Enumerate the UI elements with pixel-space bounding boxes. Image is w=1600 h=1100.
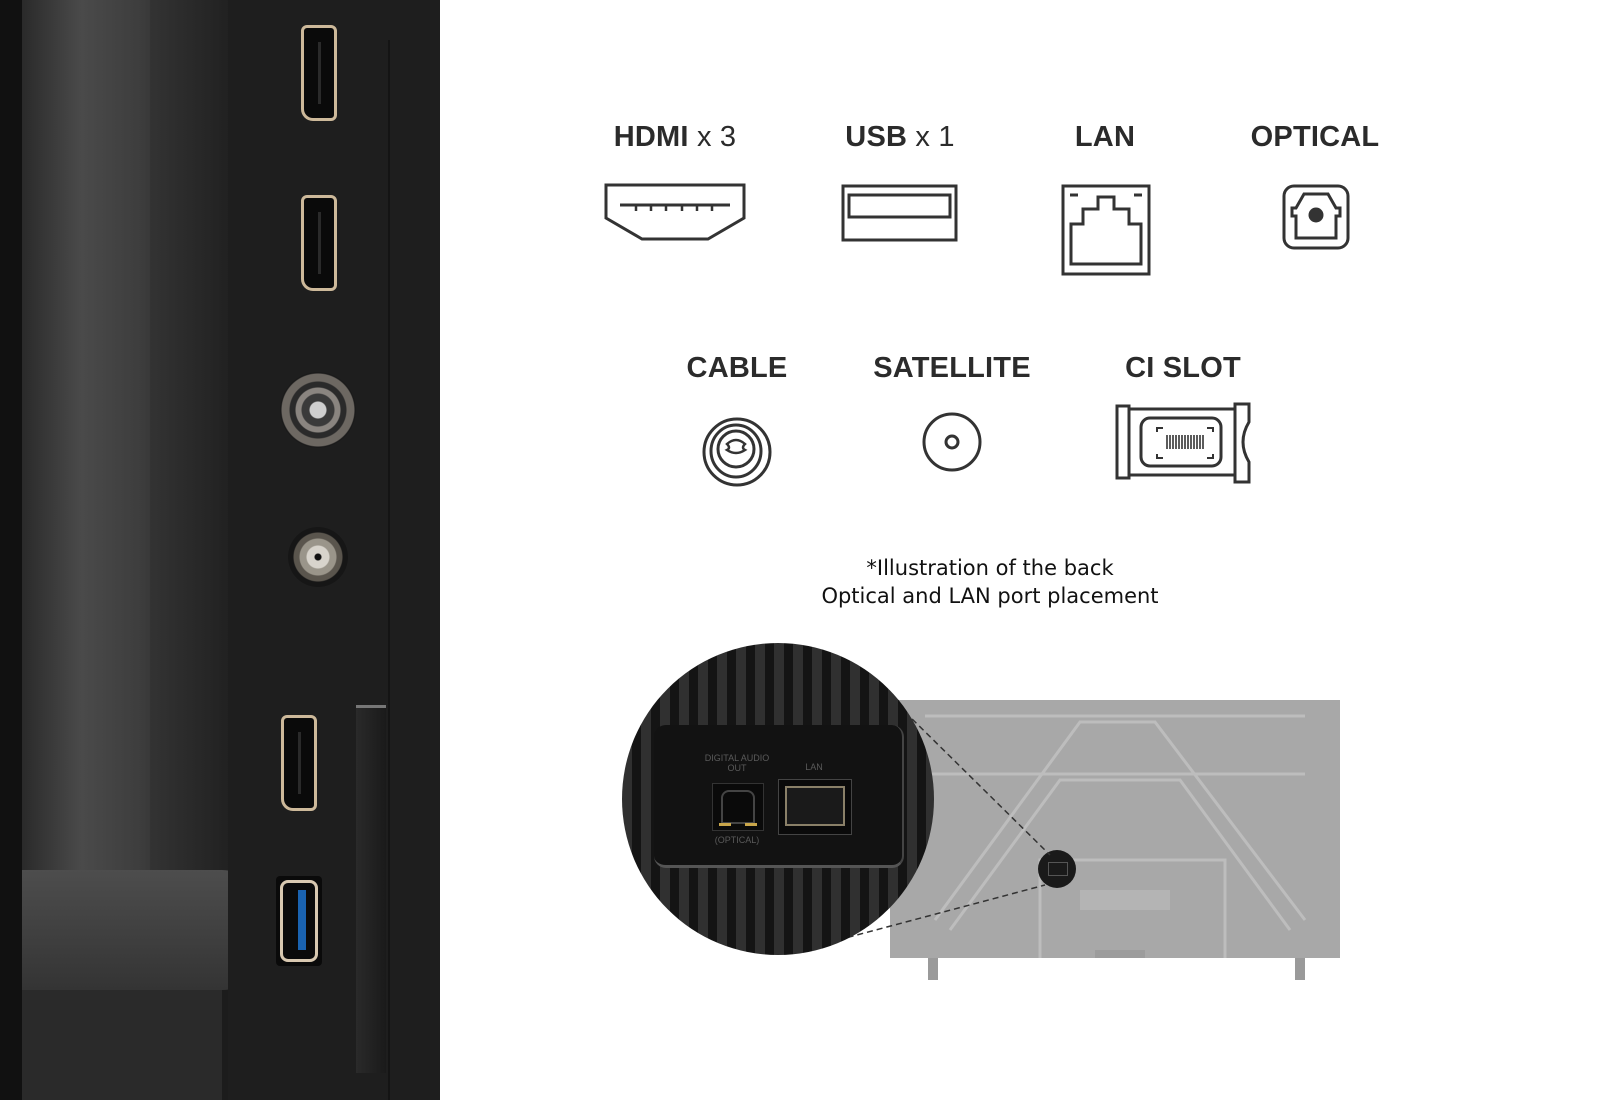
usb-port-icon bbox=[841, 184, 958, 242]
hdmi-label: HDMI x 3 bbox=[613, 121, 737, 153]
ci-slot-icon bbox=[1115, 402, 1251, 484]
panel-divider bbox=[388, 40, 390, 1100]
caption-line-1: *Illustration of the back bbox=[866, 556, 1114, 580]
lan-port-detail bbox=[778, 779, 852, 835]
digital-audio-out-label: DIGITAL AUDIO OUT bbox=[704, 753, 770, 773]
tv-leg-right bbox=[1295, 958, 1305, 980]
ci-slot-label: CI SLOT bbox=[1125, 352, 1241, 384]
hdmi-port-2-photo bbox=[301, 195, 337, 291]
ci-card-slot bbox=[356, 705, 386, 1073]
lan-port-icon bbox=[1061, 184, 1151, 276]
optical-port-detail bbox=[712, 783, 764, 831]
port-detail-magnifier: DIGITAL AUDIO OUT (OPTICAL) LAN bbox=[622, 643, 934, 955]
tv-side-ports-photo bbox=[0, 0, 440, 1100]
optical-port-icon bbox=[1282, 184, 1350, 250]
tv-back-ribs bbox=[925, 714, 1307, 958]
usb-label: USB x 1 bbox=[845, 121, 955, 153]
cable-port-icon bbox=[702, 417, 772, 487]
satellite-port-icon bbox=[922, 412, 982, 472]
tv-back-illustration bbox=[890, 700, 1340, 958]
cable-antenna-port-photo bbox=[280, 372, 356, 448]
port-location-marker bbox=[1038, 850, 1076, 888]
caption-line-2: Optical and LAN port placement bbox=[821, 584, 1159, 608]
tv-edge bbox=[0, 0, 22, 1100]
lan-detail-label: LAN bbox=[805, 762, 823, 772]
hdmi-port-3-photo bbox=[281, 715, 317, 811]
hdmi-port-1-photo bbox=[301, 25, 337, 121]
optical-label: OPTICAL bbox=[1250, 121, 1380, 153]
tv-stand-base bbox=[22, 990, 222, 1100]
lan-label: LAN bbox=[1074, 121, 1136, 153]
optical-sub-label: (OPTICAL) bbox=[714, 835, 760, 845]
satellite-label: SATELLITE bbox=[873, 352, 1031, 384]
usb3-port-photo bbox=[276, 876, 322, 966]
satellite-port-photo bbox=[288, 527, 348, 587]
cable-label: CABLE bbox=[686, 352, 788, 384]
hdmi-port-icon bbox=[604, 183, 746, 241]
tv-leg-left bbox=[928, 958, 938, 980]
tv-stand-foot bbox=[22, 870, 262, 990]
